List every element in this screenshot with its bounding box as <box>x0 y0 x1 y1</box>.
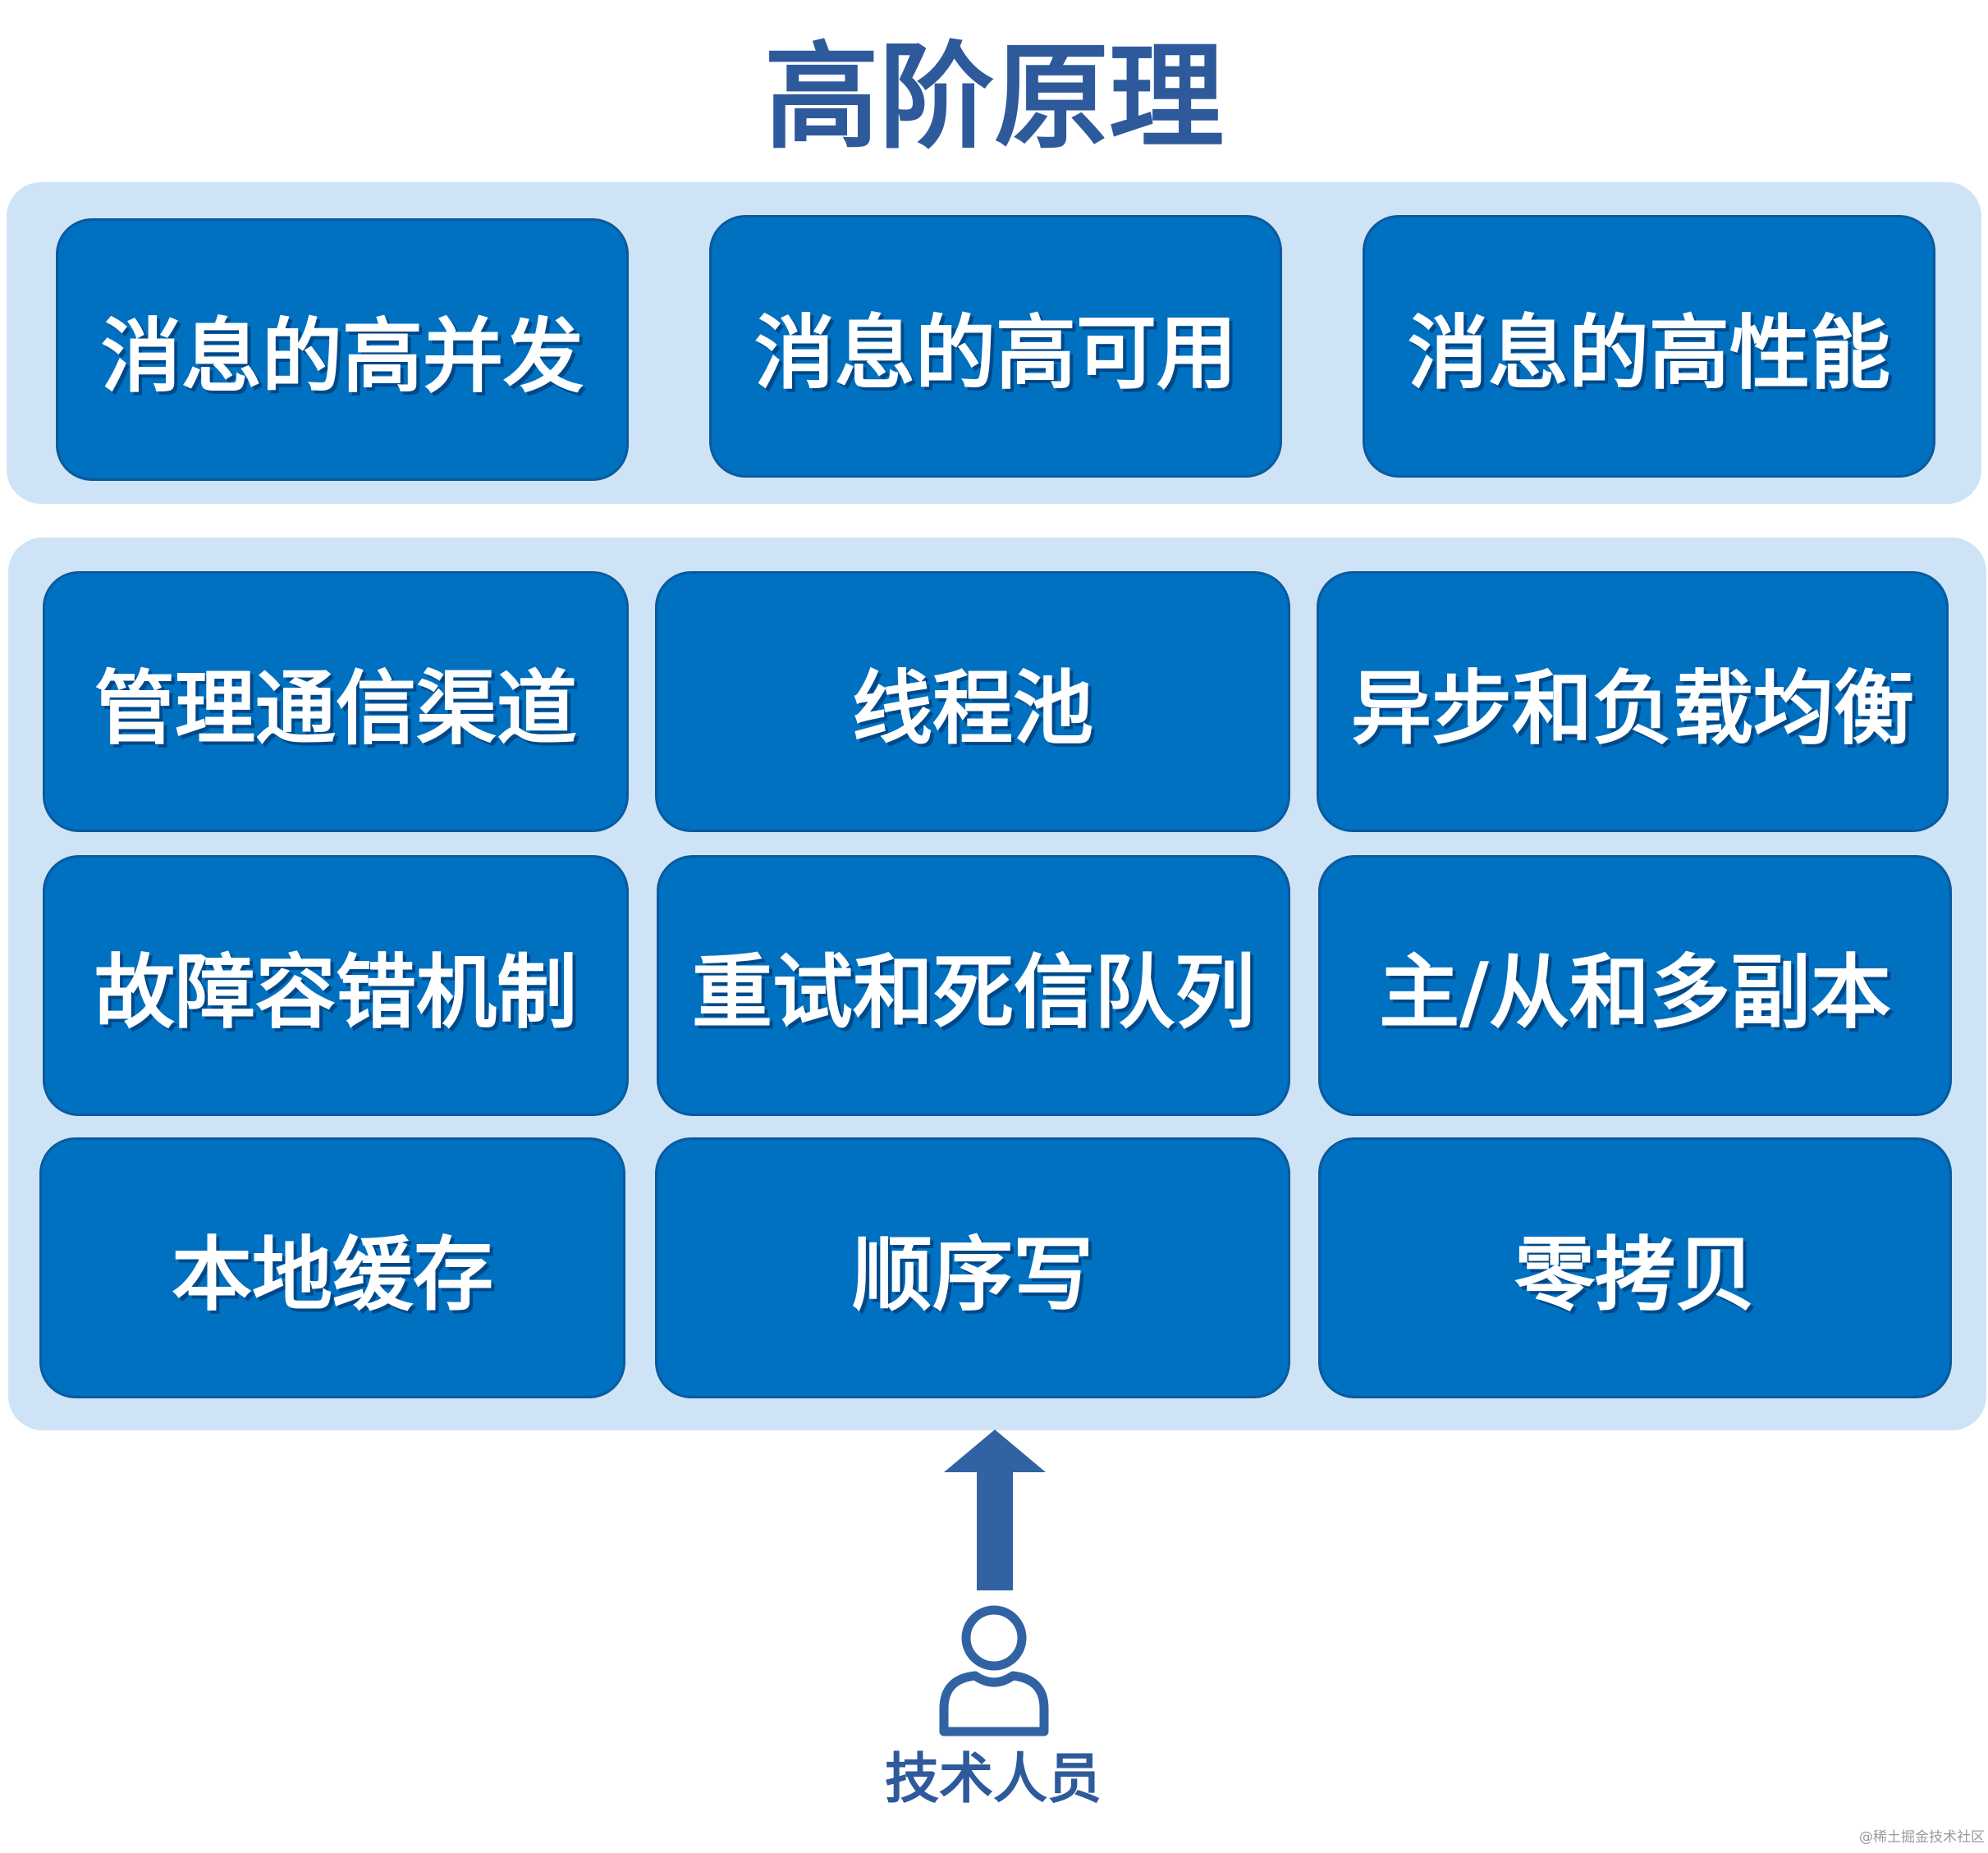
card-local-cache: 本地缓存 <box>39 1137 625 1398</box>
card-label: 消息的高可用 <box>754 307 1237 400</box>
card-label: 主/从和多副本 <box>1379 946 1891 1040</box>
card-label: 消息的高并发 <box>100 310 584 404</box>
diagram-title: 高阶原理 <box>763 31 1224 165</box>
card-label: 异步和负载均衡 <box>1350 662 1914 756</box>
person-icon <box>939 1605 1049 1736</box>
card-label: 线程池 <box>851 662 1093 756</box>
up-arrow-icon <box>944 1430 1046 1590</box>
card-channel-management: 管理通信渠道 <box>43 571 629 832</box>
card-high-availability: 消息的高可用 <box>709 215 1282 478</box>
card-high-performance: 消息的高性能 <box>1363 215 1935 478</box>
card-retry-dead-letter: 重试和死信队列 <box>657 855 1290 1116</box>
card-label: 消息的高性能 <box>1407 307 1890 400</box>
watermark: @稀土掘金技术社区 <box>1859 1829 1985 1846</box>
card-thread-pool: 线程池 <box>655 571 1290 832</box>
card-label: 管理通信渠道 <box>94 662 577 756</box>
actor-label: 技术人员 <box>885 1747 1102 1810</box>
card-fault-tolerance: 故障容错机制 <box>43 855 629 1116</box>
card-async-load-balancing: 异步和负载均衡 <box>1317 571 1949 832</box>
card-label: 顺序写 <box>851 1228 1093 1322</box>
card-master-slave-replica: 主/从和多副本 <box>1318 855 1952 1116</box>
card-zero-copy: 零拷贝 <box>1318 1137 1952 1398</box>
card-label: 零拷贝 <box>1514 1228 1756 1322</box>
card-high-concurrency: 消息的高并发 <box>56 218 629 481</box>
card-label: 故障容错机制 <box>94 946 577 1040</box>
card-label: 重试和死信队列 <box>691 946 1255 1040</box>
card-label: 本地缓存 <box>171 1228 493 1322</box>
card-sequential-write: 顺序写 <box>655 1137 1290 1398</box>
